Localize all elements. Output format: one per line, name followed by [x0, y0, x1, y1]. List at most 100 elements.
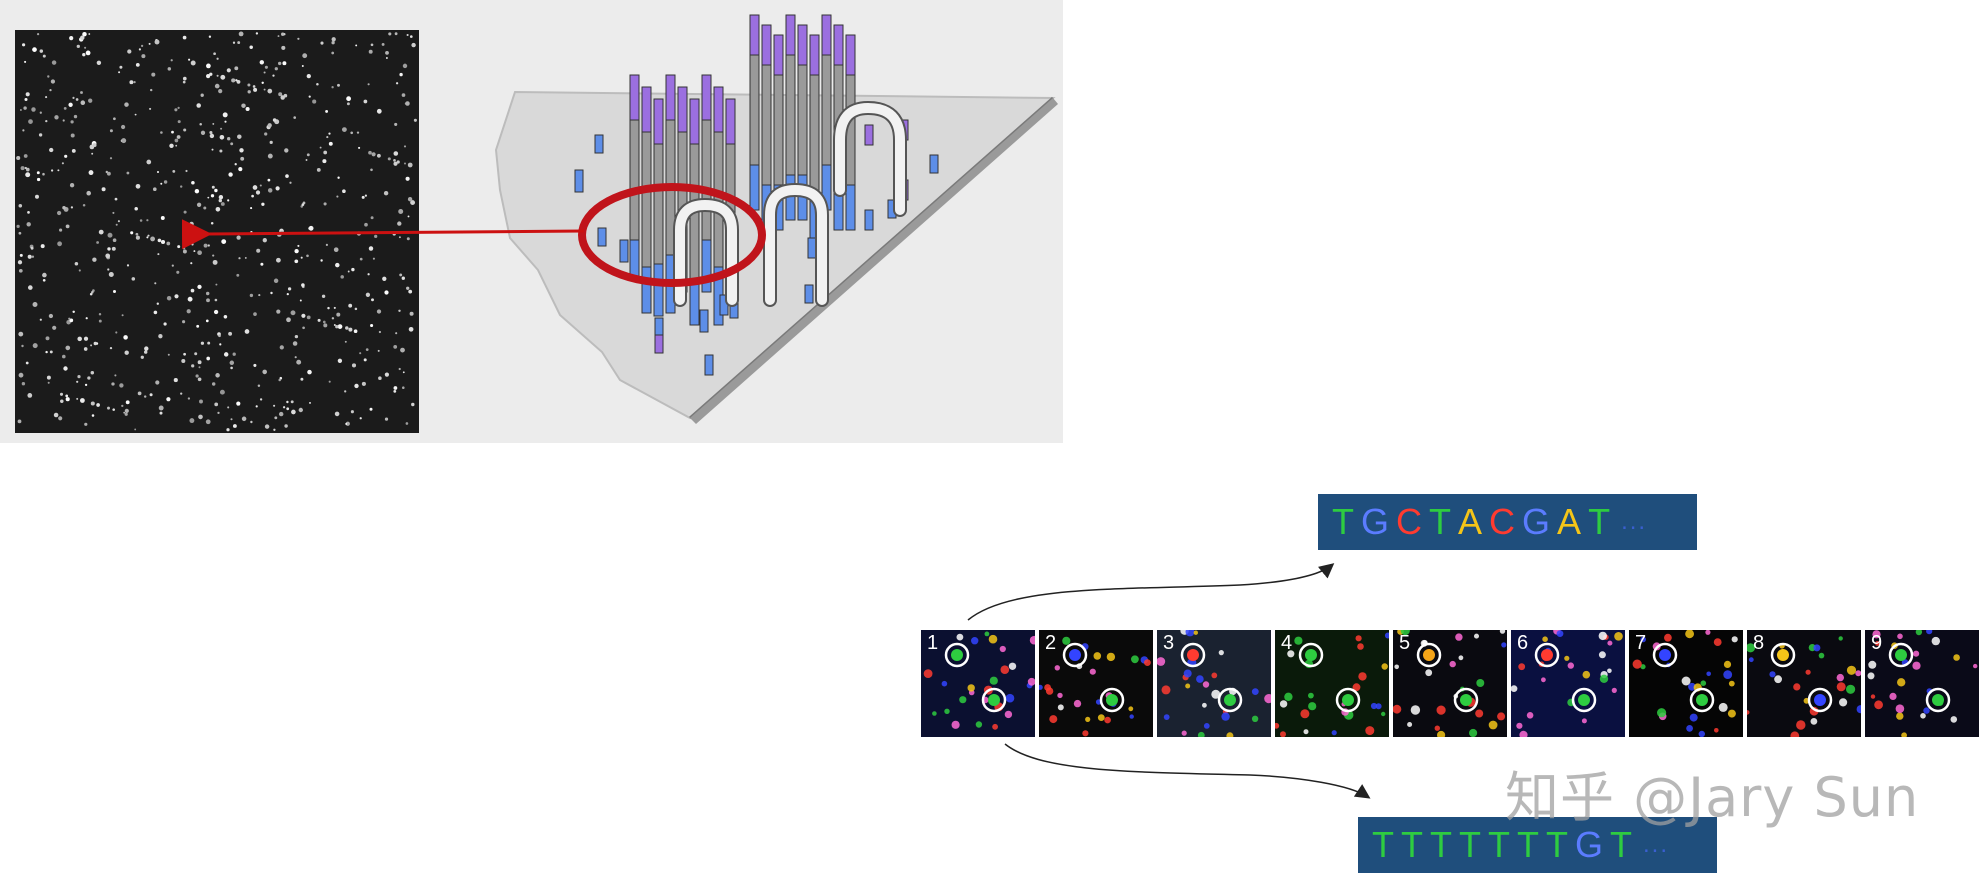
- cycle-spot: [1045, 687, 1054, 695]
- tracked-cluster: [1224, 694, 1236, 706]
- cluster-bar-fragment: [699, 309, 709, 333]
- tracked-cluster-ring: [1807, 687, 1833, 713]
- cluster-spot: [196, 324, 200, 328]
- cycle-spot: [1497, 712, 1506, 721]
- cluster-spot: [62, 119, 65, 122]
- tracked-cluster: [1106, 694, 1118, 706]
- cycle-spot: [1193, 630, 1198, 635]
- cluster-bar-fragment: [864, 209, 874, 231]
- cycle-spot: [1640, 636, 1646, 643]
- cluster-spot: [231, 78, 236, 83]
- cluster-spot: [240, 156, 245, 161]
- cluster-spot: [18, 231, 22, 235]
- cluster-spot: [274, 67, 278, 71]
- cluster-spot: [76, 397, 79, 400]
- cluster-spot: [39, 318, 42, 321]
- cluster-spot: [241, 103, 246, 108]
- tracked-cluster-ring: [1298, 642, 1324, 668]
- tracked-cluster-ring: [1335, 687, 1361, 713]
- cluster-spot: [191, 364, 195, 368]
- cluster-spot: [309, 401, 311, 404]
- cluster-spot: [354, 383, 359, 389]
- cluster-spot: [159, 411, 163, 415]
- cluster-spot: [45, 336, 50, 341]
- cluster-spot: [185, 169, 188, 173]
- cluster-spot: [92, 257, 97, 262]
- cluster-spot: [341, 127, 347, 133]
- cycle-spot: [1567, 662, 1574, 669]
- cluster-spot: [365, 292, 371, 297]
- cycle-spot: [1251, 715, 1259, 722]
- cluster-spot: [258, 294, 261, 297]
- cluster-spot: [370, 43, 374, 47]
- cluster-spot: [346, 96, 351, 102]
- cycle-spot: [932, 711, 937, 716]
- cluster-spot: [218, 334, 221, 338]
- cluster-spot: [382, 276, 387, 281]
- cluster-spot: [45, 96, 48, 99]
- tracked-cluster: [1578, 694, 1590, 706]
- cluster-spot: [176, 135, 181, 139]
- cluster-spot: [80, 100, 86, 105]
- cluster-spot: [401, 276, 405, 280]
- cycle-spot: [1855, 670, 1861, 677]
- cluster-spot: [410, 200, 416, 206]
- cluster-spot: [124, 412, 128, 416]
- cluster-spot: [190, 288, 195, 293]
- cluster-spot: [227, 406, 230, 409]
- cluster-spot: [211, 185, 215, 189]
- tracked-cluster: [1895, 649, 1907, 661]
- cluster-spot: [275, 186, 280, 191]
- cluster-spot: [286, 407, 290, 411]
- cycle-spot: [992, 723, 998, 730]
- cluster-spot: [19, 109, 22, 111]
- cluster-spot: [106, 171, 111, 176]
- cluster-spot: [149, 107, 152, 110]
- cycle-spot: [1511, 685, 1518, 692]
- cluster-spot: [50, 79, 56, 84]
- cluster-spot: [27, 211, 30, 214]
- cluster-spot: [291, 409, 296, 415]
- cluster-spot: [344, 340, 347, 343]
- cluster-spot: [264, 424, 270, 429]
- cluster-spot: [306, 153, 310, 157]
- cluster-spot: [368, 150, 372, 155]
- cluster-spot: [393, 151, 399, 156]
- cluster-spot: [267, 178, 271, 182]
- cluster-spot: [70, 120, 74, 124]
- cluster-spot: [276, 257, 281, 263]
- cluster-spot: [214, 83, 220, 89]
- cycle-spot: [923, 669, 933, 678]
- cluster-spot: [406, 237, 410, 241]
- cluster-spot: [96, 60, 102, 66]
- cluster-spot: [131, 277, 136, 281]
- cycle-spot: [1203, 723, 1210, 729]
- cluster-spot: [112, 408, 115, 411]
- base-call: A: [1458, 501, 1490, 542]
- cluster-bar: [641, 86, 652, 314]
- cluster-spot: [290, 400, 294, 404]
- cluster-spot: [281, 32, 285, 36]
- cluster-spot: [149, 393, 153, 397]
- cluster-spot: [65, 345, 71, 351]
- cycle-spot: [1226, 732, 1234, 737]
- cycle-spot: [1449, 660, 1456, 668]
- tracked-cluster-ring: [1180, 642, 1206, 668]
- cluster-spot: [21, 344, 24, 348]
- cycle-spot: [1331, 730, 1337, 736]
- cycle-spot: [1057, 692, 1063, 699]
- cycle-spot: [1400, 630, 1410, 636]
- cluster-spot: [405, 176, 410, 181]
- cluster-spot: [203, 206, 207, 210]
- cluster-spot: [18, 268, 23, 273]
- cluster-spot: [173, 378, 178, 383]
- cluster-spot: [182, 320, 186, 324]
- cluster-spot: [186, 309, 191, 314]
- cluster-spot: [398, 309, 401, 313]
- cluster-spot: [320, 41, 324, 45]
- cluster-spot: [385, 51, 389, 55]
- cycle-spot: [1157, 657, 1166, 666]
- cycle-number: 4: [1281, 632, 1293, 654]
- cluster-spot: [384, 290, 389, 295]
